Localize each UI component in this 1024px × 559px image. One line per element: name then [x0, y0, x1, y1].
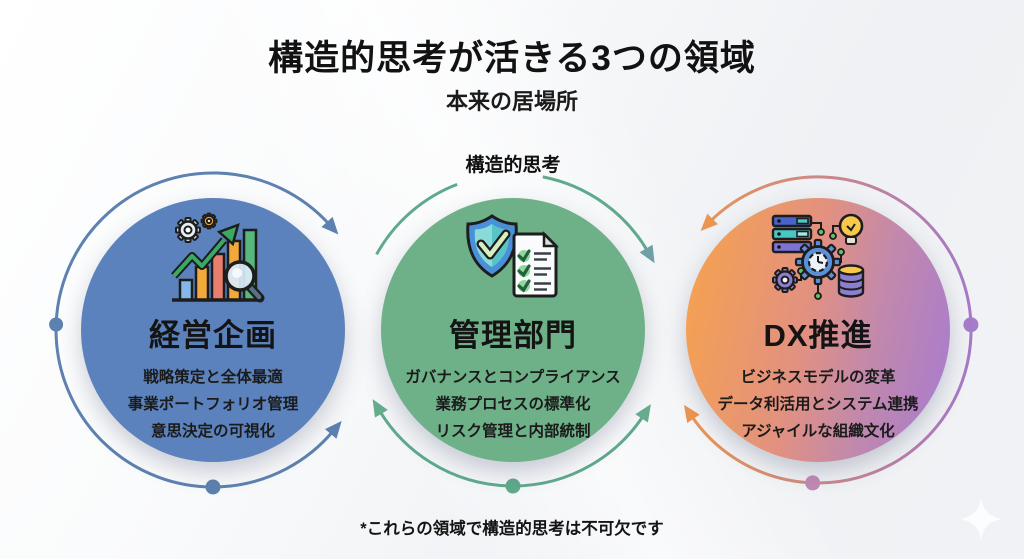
- cycle-ring-blue: [49, 171, 342, 495]
- ring-dot: [805, 475, 821, 491]
- sparkle-icon: [960, 498, 1002, 540]
- arrowhead-icon: [321, 216, 339, 235]
- cycle-ring-gradient: [683, 175, 979, 491]
- ring-arc: [689, 175, 973, 485]
- area-circle-administration: 管理部門 ガバナンスとコンプライアンス 業務プロセスの標準化 リスク管理と内部統…: [381, 198, 645, 462]
- arrowhead-icon: [635, 404, 651, 423]
- shield-checklist-icon: [458, 210, 568, 308]
- arrowhead-icon: [639, 244, 655, 264]
- area-group-administration: 管理部門 ガバナンスとコンプライアンス 業務プロセスの標準化 リスク管理と内部統…: [343, 160, 683, 500]
- ring-arc: [375, 182, 458, 256]
- circle-item: データ利活用とシステム連携: [717, 396, 919, 413]
- digital-transformation-icon: [763, 210, 873, 308]
- area-group-corporate-planning: 経営企画 戦略策定と全体最適 事業ポートフォリオ管理 意思決定の可視化: [43, 160, 383, 500]
- footnote: *これらの領域で構造的思考は不可欠です: [360, 520, 664, 538]
- ring-dot: [963, 317, 979, 333]
- circle-item: 業務プロセスの標準化: [435, 396, 591, 413]
- ring-dot: [505, 478, 521, 494]
- cycle-ring-green: [372, 175, 655, 494]
- arrowhead-icon: [700, 213, 718, 231]
- area-circle-dx: DX推進 ビジネスモデルの変革 データ利活用とシステム連携 アジャイルな組織文化: [686, 198, 950, 462]
- circle-item: ガバナンスとコンプライアンス: [405, 369, 621, 386]
- circle-item: 事業ポートフォリオ管理: [127, 396, 299, 413]
- structural-thinking-label: 構造的思考: [465, 155, 561, 176]
- ring-arc: [542, 175, 650, 253]
- circle-heading: DX推進: [763, 318, 873, 353]
- area-circle-corporate-planning: 経営企画 戦略策定と全体最適 事業ポートフォリオ管理 意思決定の可視化: [81, 198, 345, 462]
- area-group-dx: DX推進 ビジネスモデルの変革 データ利活用とシステム連携 アジャイルな組織文化: [648, 160, 988, 500]
- circle-item: アジャイルな組織文化: [741, 423, 895, 440]
- circle-heading: 経営企画: [149, 318, 277, 353]
- page-subtitle: 本来の居場所: [445, 89, 578, 114]
- arrowhead-icon: [683, 404, 700, 424]
- ring-dot: [49, 317, 64, 332]
- arrowhead-icon: [372, 399, 388, 418]
- ring-arc: [54, 171, 335, 489]
- circle-item: ビジネスモデルの変革: [740, 369, 896, 386]
- circle-item: 戦略策定と全体最適: [143, 369, 283, 386]
- circle-item: 意思決定の可視化: [150, 423, 275, 440]
- analytics-chart-icon: [158, 210, 268, 308]
- arrowhead-icon: [324, 420, 342, 439]
- ring-dot: [205, 479, 221, 495]
- page-title: 構造的思考が活きる3つの領域: [268, 39, 756, 78]
- circle-item: リスク管理と内部統制: [435, 423, 591, 440]
- circle-heading: 管理部門: [449, 318, 577, 353]
